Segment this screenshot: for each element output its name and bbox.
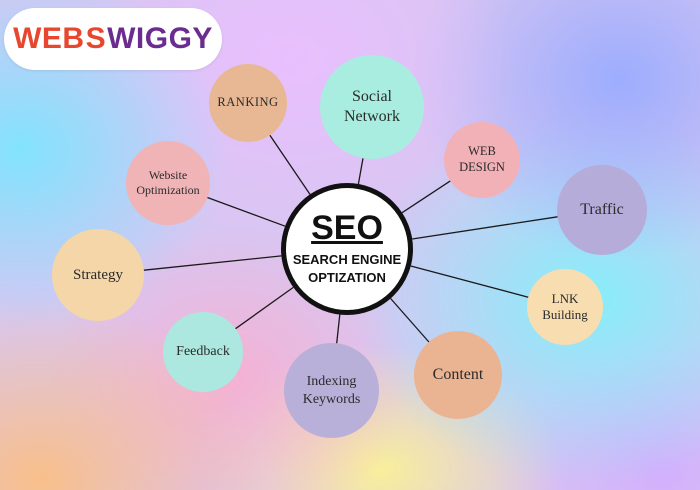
connector-line <box>410 265 529 298</box>
node-label: LNK Building <box>542 290 588 322</box>
node-content: Content <box>414 331 502 419</box>
node-label: Indexing Keywords <box>302 374 361 407</box>
hub-title: SEO <box>311 209 383 248</box>
connector-line <box>235 286 294 330</box>
connector-line <box>143 255 282 271</box>
logo-s-letter: S <box>85 22 107 55</box>
node-label: Traffic <box>580 201 624 218</box>
node-label: Feedback <box>176 344 230 360</box>
connector-line <box>390 298 430 343</box>
node-label: RANKING <box>217 95 279 110</box>
logo-web-text: WEB <box>13 22 85 55</box>
node-ranking: RANKING <box>209 64 287 142</box>
hub-subtitle: SEARCH ENGINE OPTIZATION <box>292 252 402 285</box>
seo-hub-circle: SEO SEARCH ENGINE OPTIZATION <box>281 183 413 315</box>
logo-wiggy-text: WIGGY <box>107 22 213 55</box>
node-label: Content <box>432 366 484 383</box>
node-lnk-building: LNK Building <box>527 269 603 345</box>
connector-line <box>336 314 341 344</box>
node-label: WEB DESIGN <box>459 144 505 174</box>
connector-line <box>269 134 311 195</box>
node-feedback: Feedback <box>163 312 243 392</box>
node-website-optimization: Website Optimization <box>126 141 210 225</box>
node-strategy: Strategy <box>52 229 144 321</box>
connector-line <box>207 196 286 227</box>
connector-line <box>357 158 364 185</box>
node-label: Website Optimization <box>136 168 200 197</box>
node-indexing-keywords: Indexing Keywords <box>284 343 379 438</box>
node-web-design: WEB DESIGN <box>444 122 520 198</box>
node-social-network: Social Network <box>320 55 424 159</box>
node-traffic: Traffic <box>557 165 647 255</box>
node-label: Strategy <box>73 266 123 283</box>
connector-line <box>412 216 558 240</box>
node-label: Social Network <box>344 88 400 125</box>
connector-line <box>401 180 451 214</box>
